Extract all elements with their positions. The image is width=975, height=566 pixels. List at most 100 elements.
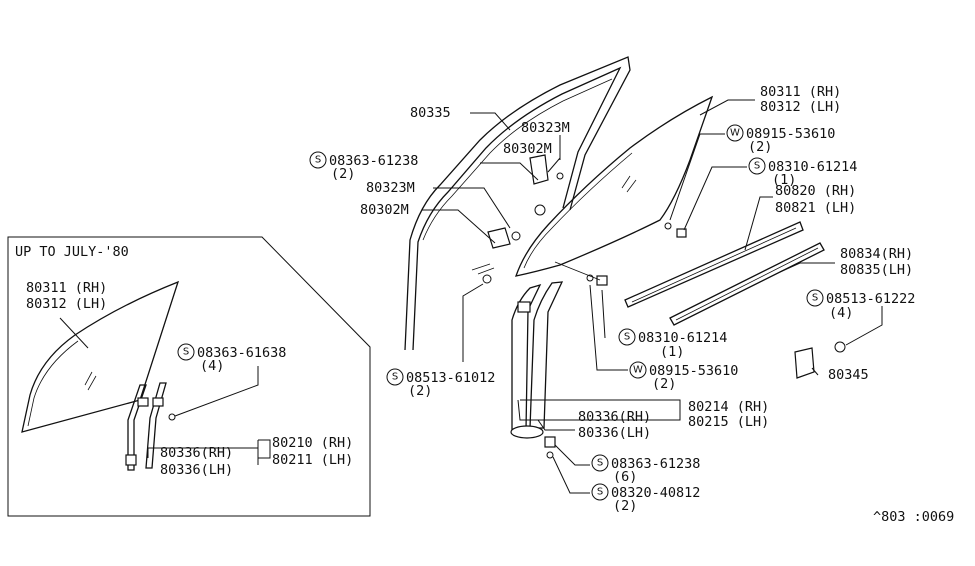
leader-lines: [422, 99, 883, 494]
inset-glass-lh: 80312 (LH): [26, 296, 107, 312]
screw-b-symbol: [748, 157, 766, 175]
sash-frame-inner: [412, 66, 622, 351]
leader-screw-b: [683, 166, 747, 231]
lower-screw: [482, 274, 492, 284]
outer-weatherstrip-line: [675, 247, 819, 321]
washer-b-qty: (2): [652, 376, 676, 392]
inset-bracket-3: [125, 454, 137, 466]
screw-f-prefix: S: [597, 458, 603, 469]
leader-screw-f: [554, 444, 590, 466]
outer-weatherstrip: [669, 242, 825, 326]
screw-f-qty: (6): [613, 469, 637, 485]
screw-upper-glass: [676, 228, 687, 238]
screw-a-number: 08363-61238: [329, 153, 418, 169]
screw-c-qty: (4): [829, 305, 853, 321]
washer-a-qty: (2): [748, 139, 772, 155]
inset-bracket-2: [152, 397, 164, 407]
leader-clip-upper: [547, 157, 561, 173]
label-weather-rh: 80834(RH): [840, 246, 913, 262]
screw-d-qty: (2): [408, 383, 432, 399]
inner-weatherstrip-line: [631, 227, 797, 303]
screw-c-prefix: S: [812, 293, 818, 304]
label-strip-rh: 80820 (RH): [775, 183, 856, 199]
channel-rear: [529, 281, 564, 429]
inset-screw-prefix: S: [183, 347, 189, 358]
channel-front: [511, 283, 542, 431]
washer-b-number: 08915-53610: [649, 363, 738, 379]
screw-g-prefix: S: [597, 487, 603, 498]
leader-screw-e: [601, 289, 606, 339]
washer-b-prefix: W: [633, 365, 643, 376]
leader-screw-c: [845, 306, 883, 346]
screw-b-prefix: S: [754, 161, 760, 172]
screw-c-number: 08513-61222: [826, 291, 915, 307]
label-channel-lh: 80336(LH): [578, 425, 651, 441]
screw-e-prefix: S: [624, 332, 630, 343]
label-assembly-rh: 80214 (RH): [688, 399, 769, 415]
washer-a-prefix: W: [730, 128, 740, 139]
screw-e-qty: (1): [660, 344, 684, 360]
inset-glass-glare: [84, 371, 97, 391]
inset-glass-leader: [59, 317, 89, 349]
clip-80345: [794, 347, 815, 379]
inset-door-glass: [21, 280, 180, 433]
leader-screw-a: [480, 162, 539, 181]
door-glass: [515, 95, 714, 277]
leader-washer-a: [669, 133, 725, 221]
inset-asm-bracket: [147, 439, 271, 465]
label-glass-lh: 80312 (LH): [760, 99, 841, 115]
lower-bolt-lines: [471, 263, 495, 275]
label-strip-lh: 80821 (LH): [775, 200, 856, 216]
label-assembly-lh: 80215 (LH): [688, 414, 769, 430]
channel-screw-1: [544, 436, 556, 448]
door-glass-edge: [523, 152, 633, 269]
screw-g-qty: (2): [613, 498, 637, 514]
screw-e-symbol: [618, 328, 636, 346]
screw-g-symbol: [591, 483, 609, 501]
screw-d-prefix: S: [392, 372, 398, 383]
glass-mount-line: [554, 261, 601, 281]
screw-e-number: 08310-61214: [638, 330, 727, 346]
inset-screw-symbol: [177, 343, 195, 361]
inset-glass-rh: 80311 (RH): [26, 280, 107, 296]
upper-screw: [556, 172, 564, 180]
inset-channel-rh: 80336(RH): [160, 445, 233, 461]
diagram-code: ^803 :0069: [873, 509, 954, 525]
screw-g-number: 08320-40812: [611, 485, 700, 501]
washer-b-symbol: [629, 361, 647, 379]
leader-strip: [744, 196, 773, 251]
label-bracket-upper: 80323M: [521, 120, 570, 136]
leader-bracket-lower: [433, 187, 511, 229]
lower-bracket: [487, 227, 511, 249]
screw-a-symbol: [309, 151, 327, 169]
screw-f-number: 08363-61238: [611, 456, 700, 472]
channel-top-bracket: [517, 301, 531, 313]
leader-screw-d: [462, 283, 484, 362]
screw-c-symbol: [806, 289, 824, 307]
inset-assembly-rh: 80210 (RH): [272, 435, 353, 451]
screw-b-number: 08310-61214: [768, 159, 857, 175]
label-clip-upper: 80302M: [503, 141, 552, 157]
inset-glass-edge: [27, 340, 79, 427]
door-glass-glare: [621, 175, 637, 193]
inset-channel-lh: 80336(LH): [160, 462, 233, 478]
label-bracket-lower: 80323M: [366, 180, 415, 196]
label-weather-lh: 80835(LH): [840, 262, 913, 278]
screw-f-symbol: [591, 454, 609, 472]
inset-screw-head: [168, 413, 176, 421]
sash-frame-outer: [404, 56, 631, 351]
leader-channel: [517, 399, 681, 431]
upper-bracket: [529, 154, 549, 185]
inner-weatherstrip: [624, 221, 804, 308]
inset-title: UP TO JULY-'80: [15, 244, 129, 260]
inset-screw-number: 08363-61638: [197, 345, 286, 361]
label-clip-part: 80345: [828, 367, 869, 383]
screw-d-number: 08513-61012: [406, 370, 495, 386]
labels: 80335 80323M 80302M S 08363-61238 (2) 80…: [309, 84, 954, 525]
channel-screw-2: [546, 451, 554, 459]
lower-clip: [511, 231, 521, 241]
inset-bracket-1: [137, 397, 149, 407]
sash-frame-edge: [422, 78, 613, 241]
screw-a-prefix: S: [315, 155, 321, 166]
